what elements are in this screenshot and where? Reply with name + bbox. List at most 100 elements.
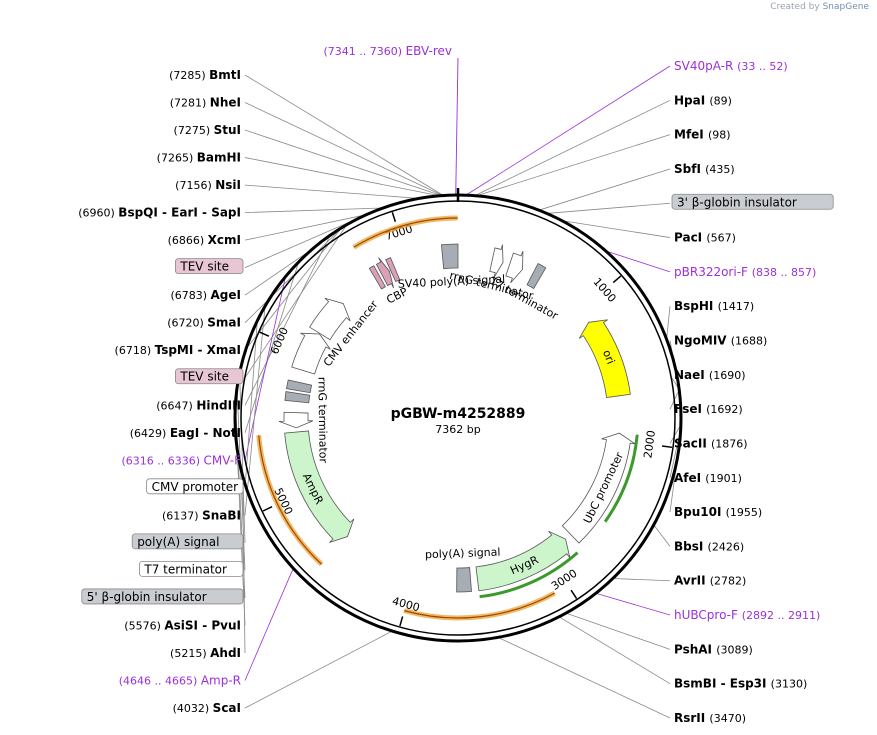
leader-left-1 [244,102,443,196]
right-label-3-globin-insulator: 3' β-globin insulator [671,193,834,210]
leader-left-13 [244,261,299,433]
label-text: (7156) NsiI [175,178,241,192]
label-text: (6316 .. 6336) CMV-F [121,453,241,467]
leader-right-5 [561,220,671,238]
snapgene-credit: Created by SnapGene [770,2,869,12]
right-label-sv40pa-r: SV40pA-R (33 .. 52) [674,59,788,73]
left-label-hindiii: (6647) HindIII [156,398,241,412]
leader-right-14 [653,524,671,547]
label-text: (6960) BspQI - EarI - SapI [78,206,241,220]
label-text: (7285) BmtI [169,68,241,82]
label-text: BbsI (2426) [674,539,744,553]
left-label-agei: (6783) AgeI [170,288,241,302]
left-label-smai: (6720) SmaI [167,316,241,330]
leader-left-10 [244,227,342,351]
tick-mark-3000 [570,589,578,599]
feature-rrng-terminator-2 [278,411,314,429]
right-label-bpu10i: Bpu10I (1955) [674,505,762,519]
label-box [138,560,244,577]
feature-rrng-terminator-b [505,251,524,284]
right-label-naei: NaeI (1690) [674,368,746,382]
leader-right-6 [605,250,671,273]
leader-right-16 [595,592,671,616]
right-label-sbfi: SbfI (435) [674,162,735,176]
right-label-paci: PacI (567) [674,231,736,245]
left-label-eagi-noti: (6429) EagI - NotI [130,426,241,440]
leader-left-12 [244,235,331,406]
orange-arc-core-1 [258,435,323,565]
leader-right-0 [465,65,671,196]
tick-label-1000: 1000 [590,275,618,305]
feature-label-0: ori [600,348,617,366]
label-box [174,368,244,385]
label-text: BsmBI - Esp3I (3130) [674,677,807,691]
plasmid-name: pGBW-m4252889 [391,406,526,422]
feature-hygr [475,530,571,592]
right-label-hpai: HpaI (89) [674,93,732,107]
tick-mark-2000 [661,445,673,449]
label-text: pBR322ori-F (838 .. 857) [674,265,816,279]
label-text: NaeI (1690) [674,368,746,382]
leader-right-4 [546,202,671,214]
tick-mark-1000 [612,275,622,284]
left-label-asisi-pvui: (5576) AsiSI - PvuI [124,618,241,632]
left-label-scai: (4032) ScaI [173,701,241,715]
leader-right-3 [538,168,671,211]
label-text: (7265) BamHI [157,151,241,165]
label-text: (6718) TspMI - XmaI [115,343,241,357]
feature-ampr [284,430,355,543]
label-text: (6720) SmaI [167,316,241,330]
left-label-amp-r: (4646 .. 4665) Amp-R [119,673,241,687]
label-text: BspHI (1417) [674,299,754,313]
label-text: (6647) HindIII [156,398,241,412]
label-text: hUBCpro-F (2892 .. 2911) [674,608,820,622]
feature-tev-site [368,265,386,290]
feature-rrng-terminator [489,244,504,278]
label-text: HpaI (89) [674,93,732,107]
left-label-tev-site: TEV site [174,368,244,385]
leader-left-14 [244,276,286,461]
label-text: AvrII (2782) [674,574,746,588]
leader-left-3 [244,157,440,197]
label-text: AfeI (1901) [674,471,742,485]
label-box [81,588,244,605]
label-text: (7275) StuI [174,123,241,137]
feature-tev-site-2 [385,257,401,283]
leader-right-15 [612,578,671,582]
label-text: CMV promoter [152,480,239,494]
right-label-fsei: FseI (1692) [674,402,743,416]
label-box [174,258,244,275]
label-text: 5' β-globin insulator [87,590,207,604]
label-text: FseI (1692) [674,402,743,416]
orange-arc-2 [403,590,556,621]
leader-left-0 [244,74,444,196]
label-text: (6429) EagI - NotI [130,426,241,440]
right-label-hubcpro-f: hUBCpro-F (2892 .. 2911) [674,608,820,622]
leader-left-4 [244,184,420,199]
orange-arc-core-0 [353,217,458,248]
feature-sv40-poly-a-signal [440,243,459,270]
label-text: PshAI (3089) [674,642,753,656]
feature-cmv-enhancer [309,297,351,341]
leader-left-6 [244,214,367,241]
label-text: poly(A) signal [137,535,219,549]
label-text: TEV site [179,370,229,384]
label-text: Bpu10I (1955) [674,505,762,519]
feature-label-16: T7 terminator [487,274,561,323]
left-label-nhei: (7281) NheI [170,96,241,110]
feature-t7-terminator [526,262,547,290]
label-text: (5576) AsiSI - PvuI [124,618,241,632]
right-label-bsmbi-esp3i: BsmBI - Esp3I (3130) [674,677,807,691]
label-text: (5215) AhdI [170,646,241,660]
leader-left-22 [244,568,294,681]
label-text: (4646 .. 4665) Amp-R [119,673,241,687]
green-arc-0 [479,551,579,599]
orange-arc-core-2 [404,592,555,619]
plasmid-backbone [233,188,683,643]
label-box [146,478,244,495]
leader-left-23 [244,630,393,709]
right-label-bbsi: BbsI (2426) [674,539,744,553]
feature-ubc-promoter [561,432,636,544]
site-labels: (7285) BmtI (7281) NheI (7275) StuI (7265) … [78,44,834,725]
feature-label-5: rrnG terminator [315,377,329,464]
